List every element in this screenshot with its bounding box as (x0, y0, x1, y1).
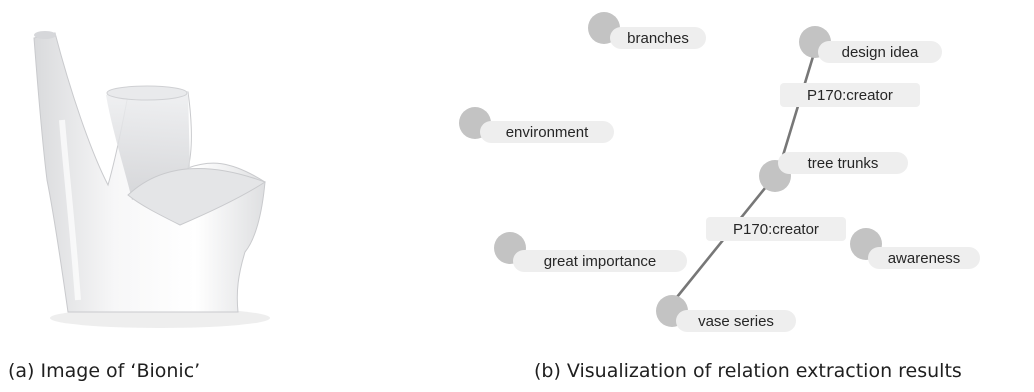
node-label: environment (506, 124, 589, 141)
node-design-idea: design idea (799, 26, 942, 63)
caption-image: (a) Image of ‘Bionic’ (8, 360, 201, 382)
node-tree-trunks: tree trunks (759, 152, 908, 192)
caption-graph: (b) Visualization of relation extraction… (534, 360, 962, 382)
node-vase-series: vase series (656, 295, 796, 332)
relation-label: P170:creator (733, 221, 819, 238)
node-label: vase series (698, 313, 774, 330)
node-label: awareness (888, 250, 961, 267)
node-label: design idea (842, 44, 919, 61)
node-label: great importance (544, 253, 657, 270)
bionic-vase-image (33, 31, 270, 328)
node-label: branches (627, 30, 689, 47)
node-environment: environment (459, 107, 614, 143)
node-awareness: awareness (850, 228, 980, 269)
node-label: tree trunks (808, 155, 879, 172)
edge-design-idea-tree-trunks (776, 48, 817, 174)
relation-upper: P170:creator (780, 83, 920, 107)
node-great-importance: great importance (494, 232, 687, 272)
node-branches: branches (588, 12, 706, 49)
relation-lower: P170:creator (706, 217, 846, 241)
relation-label: P170:creator (807, 87, 893, 104)
